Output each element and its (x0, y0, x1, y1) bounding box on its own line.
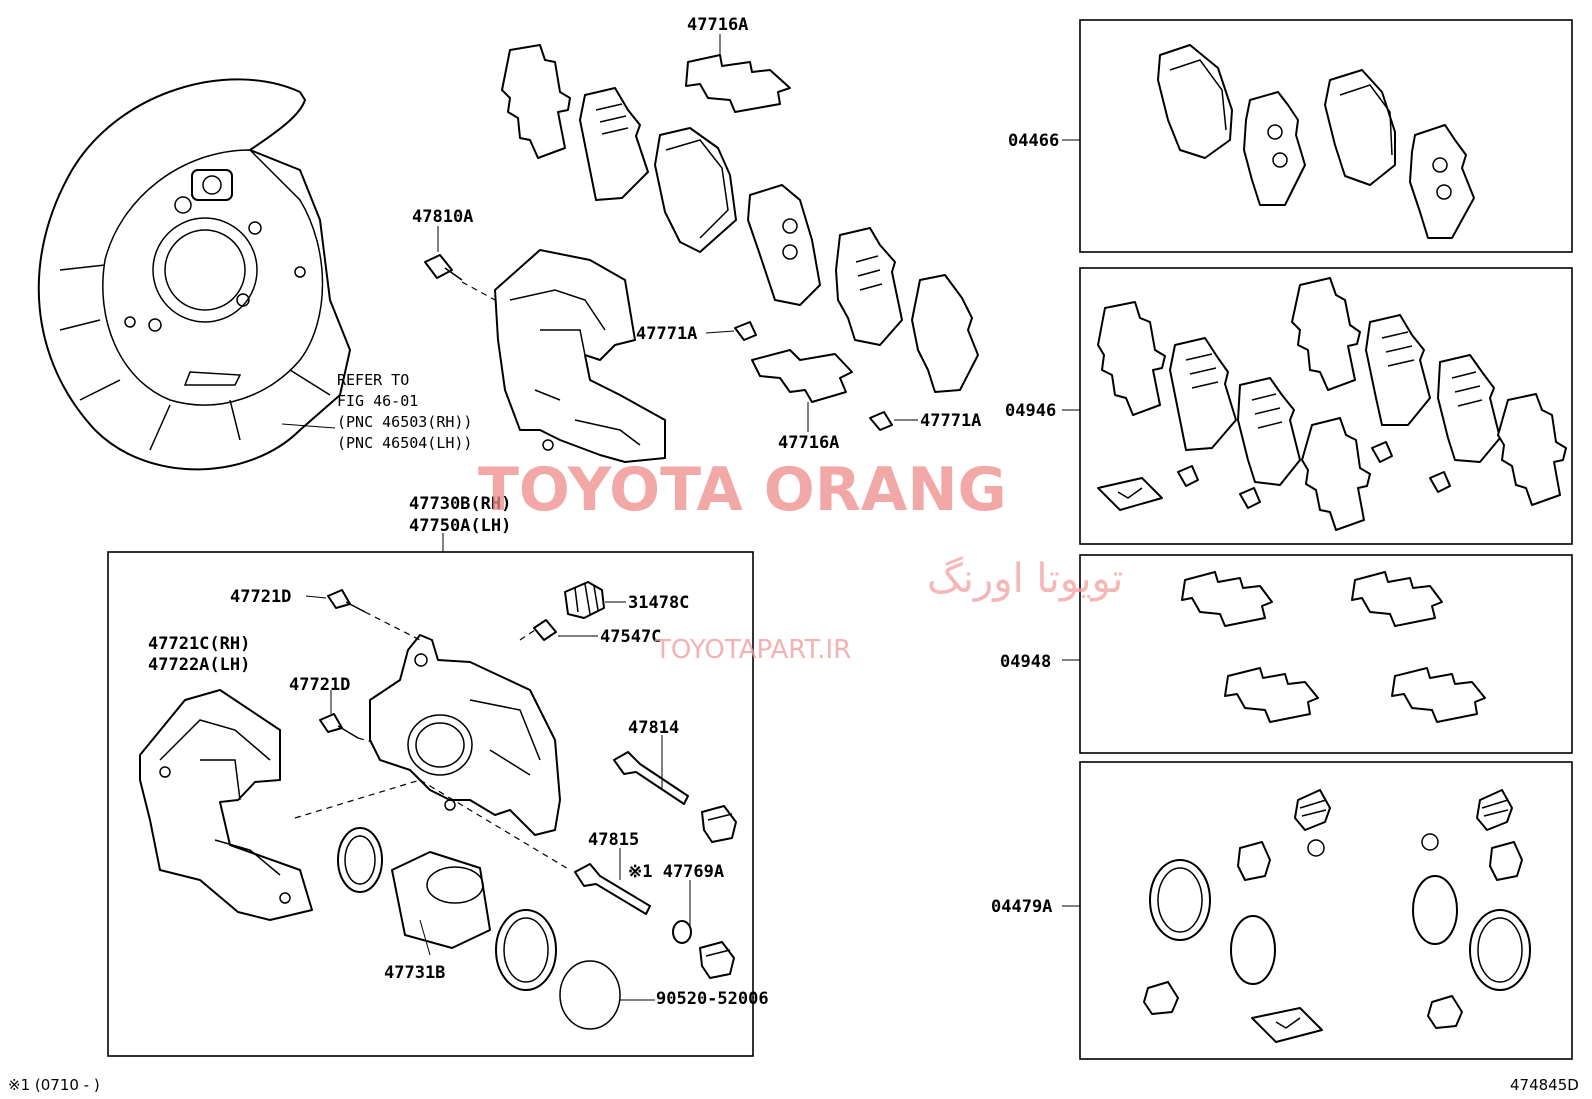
label-47547c: 47547C (600, 627, 661, 647)
kit-04466-pads (1157, 44, 1475, 239)
refer-line-1: REFER TO (337, 371, 409, 389)
label-47750a: 47750A(LH) (409, 516, 511, 536)
kit-box-04946 (1079, 267, 1573, 545)
label-04479a: 04479A (991, 897, 1052, 917)
label-04946: 04946 (1005, 401, 1056, 421)
label-47814: 47814 (628, 718, 679, 738)
refer-note: REFER TO FIG 46-01 (PNC 46503(RH)) (PNC … (281, 371, 472, 452)
top-pads-group (501, 34, 979, 393)
refer-line-4: (PNC 46504(LH)) (337, 434, 472, 452)
label-31478c: 31478C (628, 593, 689, 613)
label-90520-52006: 90520-52006 (656, 989, 769, 1009)
caliper-box (107, 551, 754, 1057)
label-47815: 47815 (588, 830, 639, 850)
clips-mid (705, 321, 918, 432)
kit-04946-pads (1097, 277, 1567, 531)
label-47810a: 47810A (412, 207, 473, 227)
label-47716a-top: 47716A (687, 15, 748, 35)
label-47771a-mid: 47771A (636, 324, 697, 344)
label-47769a: ※1 47769A (628, 862, 724, 882)
label-47730b: 47730B(RH) (409, 494, 511, 514)
label-04948: 04948 (1000, 652, 1051, 672)
refer-line-3: (PNC 46503(RH)) (337, 413, 472, 431)
label-47721c: 47721C(RH) (148, 634, 250, 654)
caliper-assembly (139, 581, 737, 1030)
kit-box-04479a (1079, 761, 1573, 1060)
footer-note: ※1 (0710 - ) (8, 1076, 100, 1094)
label-47722a: 47722A(LH) (148, 655, 250, 675)
watermark-title: TOYOTA ORANG (478, 455, 1007, 525)
diagram-code: 474845D (1510, 1076, 1579, 1094)
watermark-url: TOYOTAPART.IR (654, 635, 851, 665)
refer-line-2: FIG 46-01 (337, 392, 418, 410)
part-labels: 47716A 47810A 47771A 47771A 47716A 04466… (148, 15, 1080, 1009)
watermark: TOYOTA ORANG تویوتا اورنگ TOYOTAPART.IR (478, 455, 1123, 665)
kit-box-04948 (1079, 554, 1573, 754)
label-47721d-mid: 47721D (289, 675, 350, 695)
label-47721d-top: 47721D (230, 587, 291, 607)
watermark-persian: تویوتا اورنگ (927, 556, 1123, 602)
label-47716a-bottom: 47716A (778, 433, 839, 453)
kit-box-04466 (1079, 19, 1573, 253)
dust-shield (37, 78, 351, 471)
label-04466: 04466 (1008, 131, 1059, 151)
kit-04479a-seals (1143, 789, 1531, 1043)
label-47731b: 47731B (384, 963, 445, 983)
kit-04948-shims (1181, 571, 1486, 723)
label-47771a-right: 47771A (920, 411, 981, 431)
mounting-bracket (424, 226, 666, 463)
